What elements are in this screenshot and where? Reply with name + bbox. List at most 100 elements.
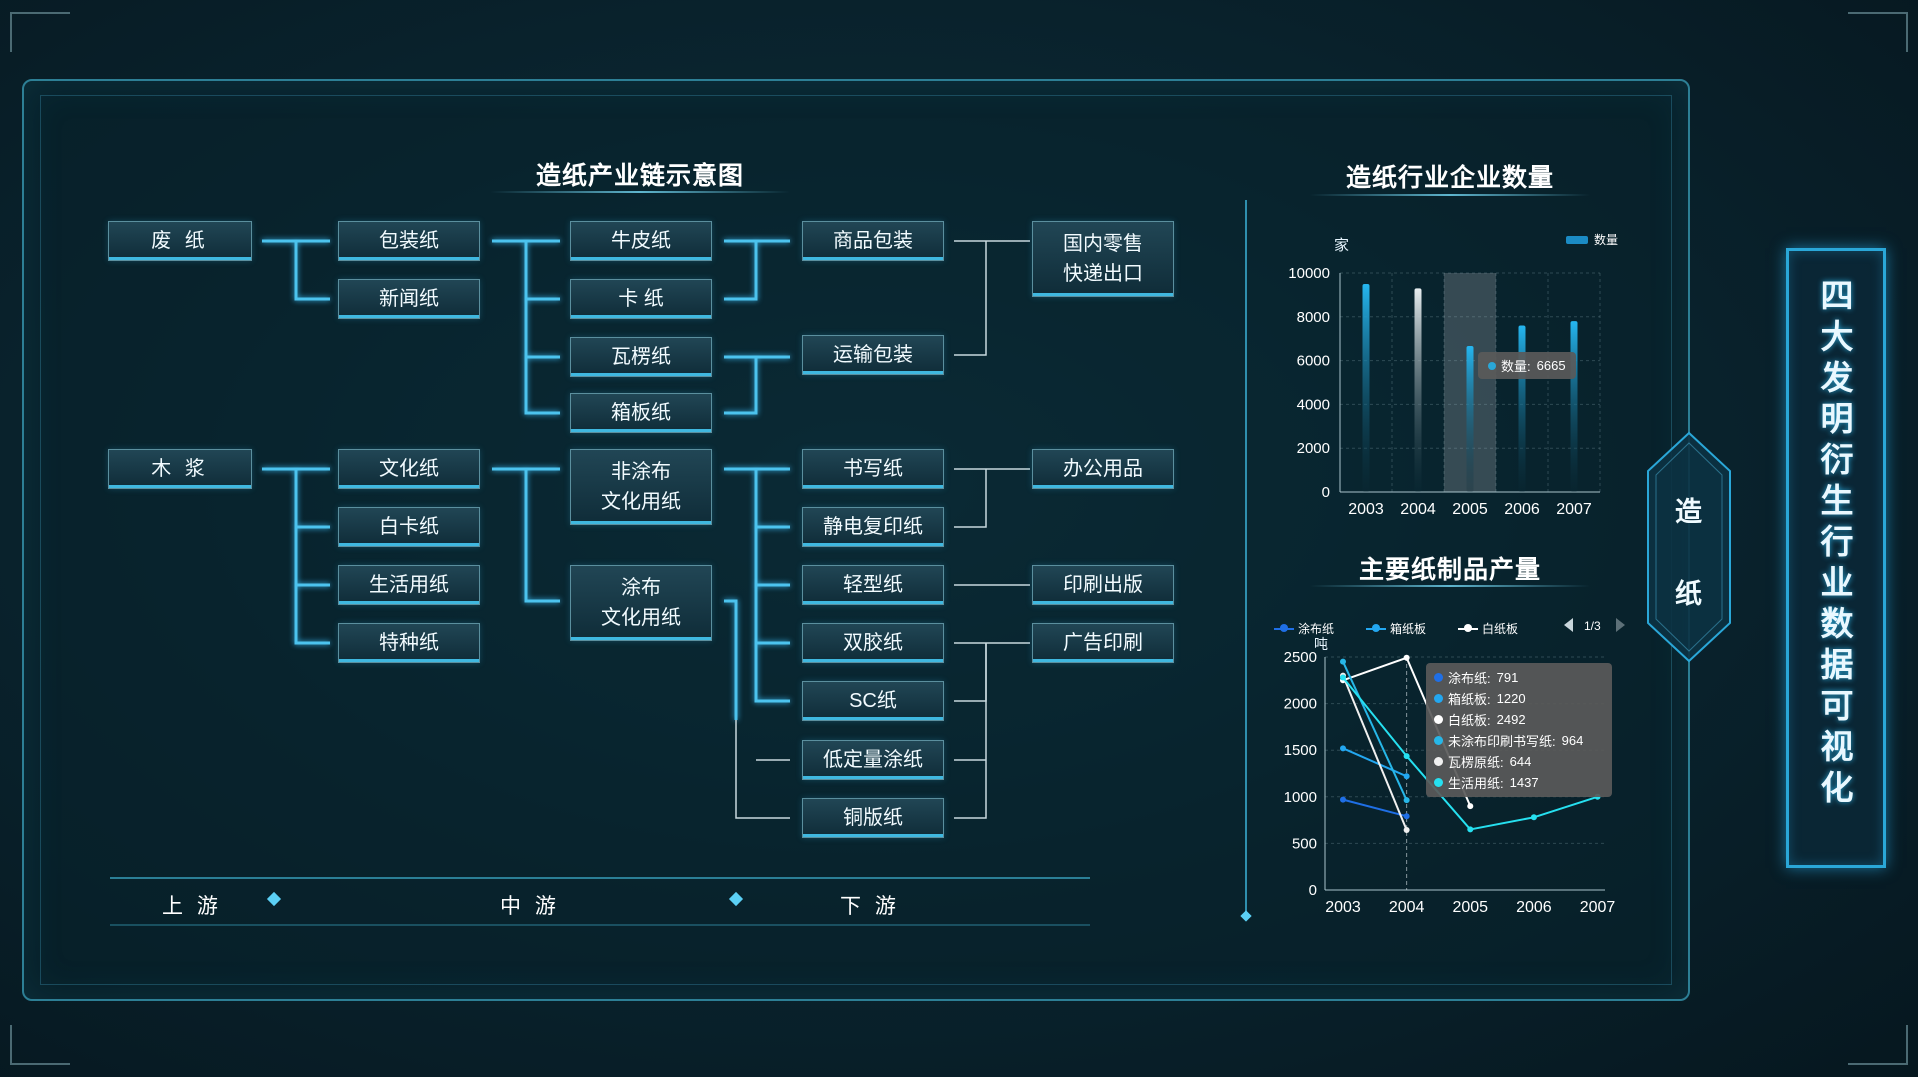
node-offset-paper[interactable]: 双胶纸 (802, 623, 944, 663)
legend-pager: 1/3 (1584, 619, 1601, 633)
tooltip-series-label: 生活用纸: (1448, 776, 1504, 791)
enterprise-legend[interactable]: 数量 (1566, 231, 1618, 248)
node-sc-paper[interactable]: SC纸 (802, 681, 944, 721)
node-coated-culture-paper[interactable]: 涂布 文化用纸 (570, 565, 712, 641)
line-x-tick: 2004 (1389, 899, 1425, 916)
node-corrugated-paper[interactable]: 瓦楞纸 (570, 337, 712, 377)
output-tooltip-row: 箱纸板: 1220 (1434, 688, 1604, 709)
tooltip-series-value: 1220 (1496, 691, 1526, 706)
line-x-tick: 2007 (1580, 899, 1616, 916)
output-chart-title: 主要纸制品产量 (1358, 556, 1541, 584)
output-tooltip-row: 生活用纸:1437 (1434, 772, 1604, 793)
stage-downstream: 下 游 (840, 895, 900, 918)
bar-x-tick: 2007 (1556, 501, 1592, 518)
vertical-title-frame (1786, 248, 1886, 868)
bar-y-tick: 8000 (1297, 309, 1330, 326)
node-uncoated-culture-paper[interactable]: 非涂布 文化用纸 (570, 449, 712, 525)
output-tooltip-row: 涂布纸: 791 (1434, 667, 1604, 688)
node-waste-paper[interactable]: 废 纸 (108, 221, 252, 261)
stage-upstream: 上 游 (162, 895, 222, 918)
legend-whiteboard-label: 白纸板 (1482, 622, 1519, 636)
tooltip-series-dot (1434, 673, 1443, 682)
node-transport-packaging[interactable]: 运输包装 (802, 335, 944, 375)
node-wood-pulp[interactable]: 木 浆 (108, 449, 252, 489)
bar-y-tick: 0 (1322, 484, 1330, 501)
line-x-tick: 2005 (1452, 899, 1488, 916)
node-special-paper[interactable]: 特种纸 (338, 623, 480, 663)
line-point (1467, 803, 1474, 810)
bar (1570, 321, 1578, 492)
enterprise-title-underline (1310, 194, 1590, 196)
bar-y-tick: 10000 (1288, 265, 1330, 282)
node-commodity-packaging[interactable]: 商品包装 (802, 221, 944, 261)
tooltip-series-label: 未涂布印刷书写纸: (1448, 734, 1556, 749)
line-point (1340, 745, 1346, 752)
line-y-tick: 2000 (1284, 696, 1317, 713)
paper-tab-frame[interactable] (1646, 431, 1732, 663)
tooltip-series-value: 791 (1496, 670, 1519, 685)
line-y-tick: 1500 (1284, 742, 1317, 759)
tooltip-series-label: 白纸板: (1448, 713, 1491, 728)
node-printing-publishing[interactable]: 印刷出版 (1032, 565, 1174, 605)
node-copy-paper[interactable]: 静电复印纸 (802, 507, 944, 547)
node-retail-express[interactable]: 国内零售 快递出口 (1032, 221, 1174, 297)
tooltip-series-dot (1434, 757, 1443, 766)
tooltip-series-value: 2492 (1496, 712, 1526, 727)
line-point (1467, 826, 1474, 833)
bar (1362, 283, 1370, 492)
node-culture-paper[interactable]: 文化纸 (338, 449, 480, 489)
node-household-paper[interactable]: 生活用纸 (338, 565, 480, 605)
node-office-supplies[interactable]: 办公用品 (1032, 449, 1174, 489)
node-newsprint[interactable]: 新闻纸 (338, 279, 480, 319)
dashboard-title: 四大发明衍生行业数据可视化 (1820, 277, 1854, 806)
enterprise-legend-label: 数量 (1594, 233, 1619, 247)
line-series-5 (1342, 675, 1408, 831)
tooltip-series-dot (1434, 778, 1443, 787)
line-point (1340, 658, 1346, 665)
node-white-cardboard[interactable]: 白卡纸 (338, 507, 480, 547)
enterprise-chart-title: 造纸行业企业数量 (1345, 164, 1554, 192)
legend-coated-label: 涂布纸 (1298, 622, 1335, 636)
corner-ornament-bottom-left (10, 1025, 70, 1065)
bar (1466, 346, 1474, 492)
paper-tab-char-2: 纸 (1675, 579, 1702, 609)
line-series-4 (1342, 661, 1408, 801)
node-light-paper[interactable]: 轻型纸 (802, 565, 944, 605)
tooltip-series-label: 涂布纸: (1448, 671, 1491, 686)
line-point (1403, 826, 1410, 833)
enterprise-unit-label: 家 (1334, 237, 1350, 254)
legend-item-whiteboard[interactable]: 白纸板 (1458, 620, 1518, 637)
line-series-1 (1342, 798, 1407, 818)
node-ad-printing[interactable]: 广告印刷 (1032, 623, 1174, 663)
node-writing-paper[interactable]: 书写纸 (802, 449, 944, 489)
legend-next-icon[interactable] (1616, 618, 1625, 632)
corner-ornament-top-right (1848, 12, 1908, 52)
tooltip-series-value: 964 (1561, 733, 1584, 748)
tooltip-series-label: 箱纸板: (1448, 692, 1491, 707)
node-card-paper[interactable]: 卡 纸 (570, 279, 712, 319)
node-kraft-paper[interactable]: 牛皮纸 (570, 221, 712, 261)
stage-bar (110, 877, 1090, 926)
bar-x-tick: 2003 (1348, 501, 1384, 518)
bar-x-tick: 2005 (1452, 501, 1488, 518)
legend-prev-icon[interactable] (1564, 618, 1573, 632)
legend-item-boxboard[interactable]: 箱纸板 (1366, 620, 1426, 637)
corner-ornament-top-left (10, 12, 70, 52)
node-containerboard[interactable]: 箱板纸 (570, 393, 712, 433)
legend-boxboard-swatch (1366, 623, 1386, 632)
tooltip-dot (1488, 361, 1496, 370)
line-point (1403, 813, 1410, 820)
legend-item-coated[interactable]: 涂布纸 (1274, 620, 1334, 637)
line-y-tick: 500 (1292, 835, 1317, 852)
node-low-weight-coated[interactable]: 低定量涂纸 (802, 740, 944, 780)
node-art-paper[interactable]: 铜版纸 (802, 798, 944, 838)
line-point (1403, 654, 1410, 661)
legend-coated-swatch (1274, 623, 1294, 632)
bar-x-tick: 2004 (1400, 501, 1436, 518)
tooltip-series-dot (1434, 715, 1443, 724)
node-packaging-paper[interactable]: 包装纸 (338, 221, 480, 261)
line-point (1403, 797, 1410, 804)
bar-x-tick: 2006 (1504, 501, 1540, 518)
